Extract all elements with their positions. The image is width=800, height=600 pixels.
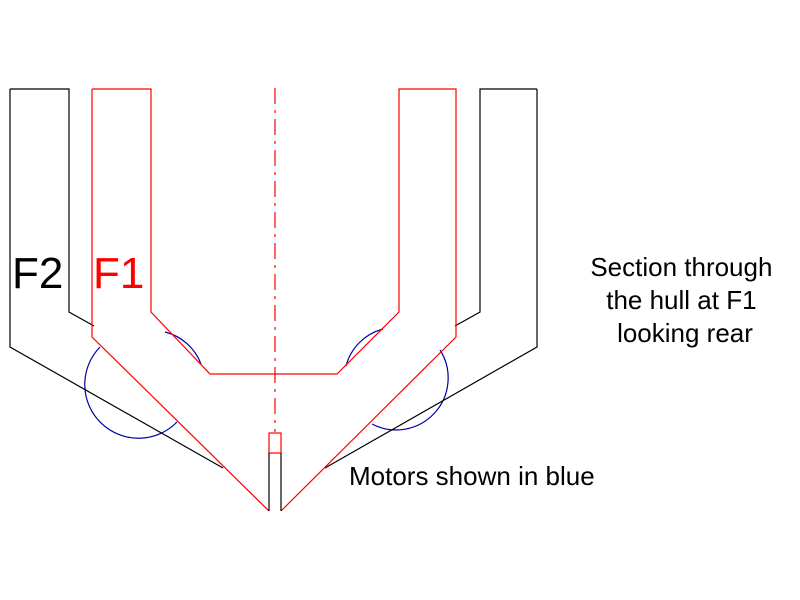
section-note-line-3: looking rear bbox=[617, 318, 753, 348]
keel bbox=[268, 432, 282, 511]
keel-top bbox=[268, 432, 282, 454]
f1-outline bbox=[91, 88, 457, 512]
keel-bottom bbox=[268, 453, 282, 511]
f1-frame bbox=[91, 88, 457, 512]
motors bbox=[84, 328, 449, 439]
f2-frame bbox=[9, 88, 538, 469]
right-motor bbox=[345, 328, 449, 431]
f2-left-half bbox=[9, 88, 224, 469]
left-motor bbox=[84, 331, 202, 439]
section-note-line-2: the hull at F1 bbox=[606, 285, 756, 315]
f1-label: F1 bbox=[93, 249, 144, 298]
f2-right-half bbox=[324, 88, 538, 469]
f2-label: F2 bbox=[12, 249, 63, 298]
motors-note: Motors shown in blue bbox=[349, 461, 595, 491]
section-note: Section through the hull at F1 looking r… bbox=[590, 252, 779, 348]
section-note-line-1: Section through bbox=[590, 252, 772, 282]
